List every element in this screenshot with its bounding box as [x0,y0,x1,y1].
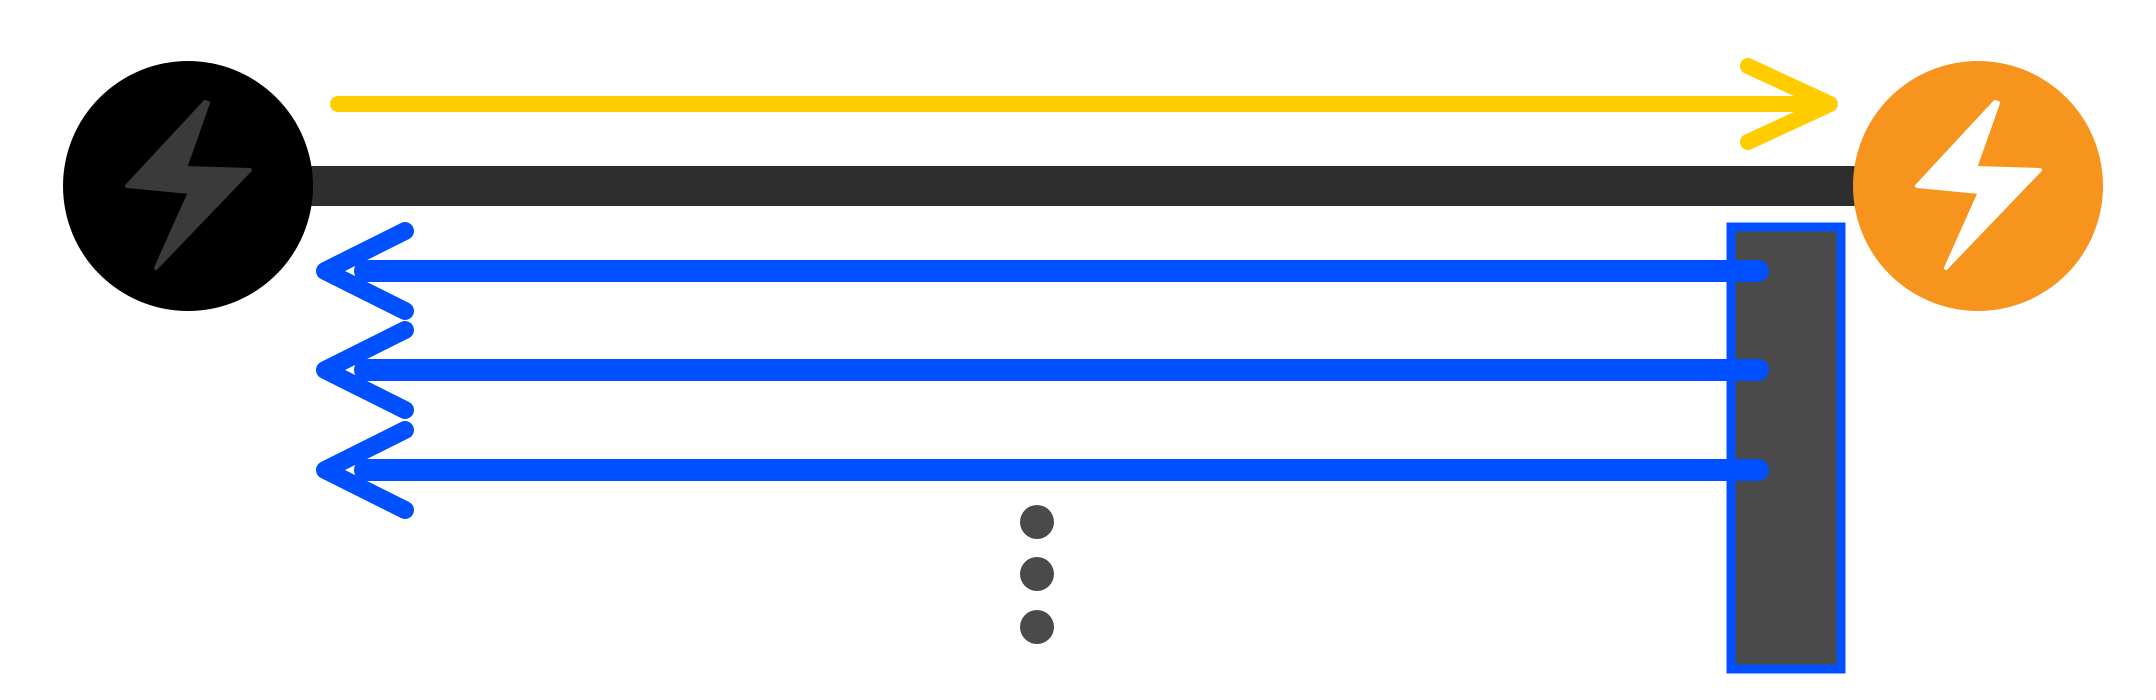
lightning-bolt-icon [125,100,252,270]
request-arrow-head [1740,58,1838,150]
response-arrow-head [316,421,414,519]
response-arrow-head [316,321,414,419]
response-arrow [316,222,1769,320]
response-block [1726,222,1846,674]
request-arrow [330,58,1838,150]
lightning-bolt-icon [1915,100,2042,270]
connection-bar [300,166,1870,206]
continuation-dots [1020,505,1054,644]
left-node [63,61,313,311]
continuation-dot [1020,557,1054,591]
right-node [1853,61,2103,311]
response-arrow [316,421,1769,519]
continuation-dot [1020,610,1054,644]
response-arrow [316,321,1769,419]
response-arrow-head [316,222,414,320]
continuation-dot [1020,505,1054,539]
